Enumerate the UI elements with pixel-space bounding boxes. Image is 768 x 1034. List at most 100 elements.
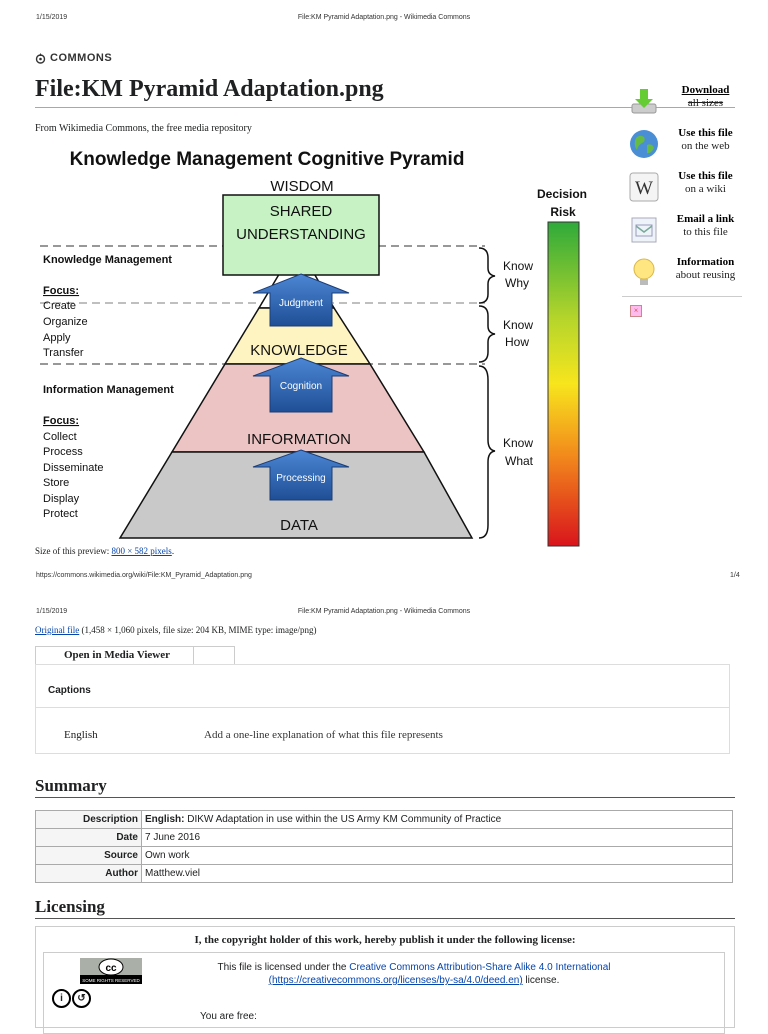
commons-logo[interactable]: COMMONS xyxy=(35,52,112,64)
im-focus-item: Display xyxy=(43,493,80,505)
license-box: I, the copyright holder of this work, he… xyxy=(35,926,735,1034)
im-focus-item: Store xyxy=(43,477,69,489)
use-web-sub[interactable]: on the web xyxy=(681,140,730,152)
preview-size-link[interactable]: 800 × 582 pixels xyxy=(111,546,172,556)
broken-image-icon: × xyxy=(630,305,642,317)
know-why-1: Know xyxy=(503,259,533,273)
risk-label: Risk xyxy=(550,205,576,219)
download-link[interactable]: Download xyxy=(681,84,730,96)
summary-heading: Summary xyxy=(35,776,107,795)
level-information: INFORMATION xyxy=(247,431,351,448)
diagram-wisdom-label: WISDOM xyxy=(270,178,333,195)
original-file-info: Original file (1,458 × 1,060 pixels, fil… xyxy=(35,625,317,635)
sidebar-item-download[interactable]: Download all sizes xyxy=(622,84,742,127)
print-header-title-2: File:KM Pyramid Adaptation.png - Wikimed… xyxy=(297,608,471,615)
table-row: Description English: DIKW Adaptation in … xyxy=(35,810,733,829)
know-what-2: What xyxy=(505,454,534,468)
summary-key: Author xyxy=(35,864,142,883)
sidebar-item-use-wiki[interactable]: W Use this file on a wiki xyxy=(622,170,742,213)
license-link[interactable]: Creative Commons Attribution-Share Alike… xyxy=(349,962,611,973)
km-pyramid-image[interactable]: Knowledge Management Cognitive Pyramid W… xyxy=(35,140,595,548)
preview-size-suffix: . xyxy=(171,546,175,556)
license-url-link[interactable]: (https://creativecommons.org/licenses/by… xyxy=(268,975,523,986)
risk-gradient-bar xyxy=(547,221,580,547)
captions-panel: Captions English Add a one-line explanat… xyxy=(35,664,730,754)
print-footer-page: 1/4 xyxy=(730,572,740,579)
licensing-heading: Licensing xyxy=(35,897,105,916)
open-media-viewer-label: Open in Media Viewer xyxy=(64,649,171,661)
attribution-icon: i xyxy=(52,989,71,1008)
sidebar-item-information[interactable]: Information about reusing xyxy=(622,256,742,299)
wikipedia-icon: W xyxy=(627,170,661,204)
media-viewer-button-tail xyxy=(193,647,234,664)
table-row: Source Own work xyxy=(35,846,733,865)
cc-license-icons: i ↺ xyxy=(52,989,91,1008)
summary-value-text: DIKW Adaptation in use within the US Arm… xyxy=(184,814,502,825)
cc-badge-subtext: SOME RIGHTS RESERVED xyxy=(82,978,140,983)
cc-badge-text: cc xyxy=(105,963,117,974)
im-focus-label: Focus: xyxy=(43,415,79,427)
km-focus-label: Focus: xyxy=(43,285,79,297)
page-title: File:KM Pyramid Adaptation.png xyxy=(35,76,384,102)
use-wiki-link[interactable]: Use this file xyxy=(678,170,733,182)
original-file-link[interactable]: Original file xyxy=(35,625,80,635)
licensing-divider xyxy=(35,918,735,919)
sidebar-item-use-web[interactable]: Use this file on the web xyxy=(622,127,742,170)
license-inner: cc SOME RIGHTS RESERVED i ↺ This file is… xyxy=(43,952,725,1034)
print-header-date-2: 1/15/2019 xyxy=(36,608,68,615)
commons-logo-icon xyxy=(35,53,46,64)
know-what-1: Know xyxy=(503,436,533,450)
preview-size-prefix: Size of this preview: xyxy=(35,546,112,556)
sidebar-item-email[interactable]: Email a link to this file xyxy=(622,213,742,256)
level-data: DATA xyxy=(280,517,318,534)
km-focus-item: Create xyxy=(43,300,76,312)
sidebar-divider xyxy=(622,296,742,297)
email-link[interactable]: Email a link xyxy=(676,213,735,225)
summary-key: Source xyxy=(35,846,142,865)
im-focus-item: Collect xyxy=(43,431,77,443)
print-header-date: 1/15/2019 xyxy=(36,14,68,21)
level-knowledge: KNOWLEDGE xyxy=(250,342,348,359)
km-focus-item: Organize xyxy=(43,316,88,328)
judgment-label: Judgment xyxy=(279,298,323,309)
brace-what xyxy=(478,365,496,539)
download-icon xyxy=(627,84,661,118)
globe-icon xyxy=(627,127,661,161)
captions-heading: Captions xyxy=(48,685,91,696)
commons-logo-text: COMMONS xyxy=(50,52,113,64)
use-wiki-sub[interactable]: on a wiki xyxy=(685,183,726,195)
page-tagline: From Wikimedia Commons, the free media r… xyxy=(35,123,252,134)
license-intro: I, the copyright holder of this work, he… xyxy=(194,934,576,946)
captions-divider xyxy=(36,707,729,708)
you-are-free: You are free: xyxy=(200,1011,257,1022)
brace-why xyxy=(478,247,496,304)
print-footer-url: https://commons.wikimedia.org/wiki/File:… xyxy=(36,572,252,579)
im-focus-item: Disseminate xyxy=(43,462,104,474)
download-sub[interactable]: all sizes xyxy=(687,97,724,109)
cc-badge-icon[interactable]: cc SOME RIGHTS RESERVED xyxy=(80,958,142,984)
license-text: This file is licensed under the Creative… xyxy=(154,961,674,987)
information-sub[interactable]: about reusing xyxy=(675,269,736,281)
understanding-label: UNDERSTANDING xyxy=(236,226,366,243)
summary-value: English: DIKW Adaptation in use within t… xyxy=(141,810,733,829)
summary-lang: English: xyxy=(145,814,185,825)
processing-label: Processing xyxy=(276,473,325,484)
summary-divider xyxy=(35,797,735,798)
original-file-details: (1,458 × 1,060 pixels, file size: 204 KB… xyxy=(79,625,317,635)
im-focus-item: Protect xyxy=(43,508,78,520)
table-row: Author Matthew.viel xyxy=(35,864,733,883)
summary-key: Description xyxy=(35,810,142,829)
km-focus-item: Apply xyxy=(43,332,71,344)
km-heading: Knowledge Management xyxy=(43,254,172,266)
know-why-2: Why xyxy=(505,276,529,290)
km-focus-item: Transfer xyxy=(43,347,84,359)
summary-table: Description English: DIKW Adaptation in … xyxy=(35,810,733,883)
use-web-link[interactable]: Use this file xyxy=(678,127,733,139)
information-link[interactable]: Information xyxy=(676,256,735,268)
open-media-viewer-button[interactable]: Open in Media Viewer xyxy=(35,646,235,665)
caption-input[interactable]: Add a one-line explanation of what this … xyxy=(204,729,443,741)
summary-key: Date xyxy=(35,828,142,847)
know-how-2: How xyxy=(505,335,529,349)
email-icon xyxy=(627,213,661,247)
email-sub[interactable]: to this file xyxy=(683,226,728,238)
